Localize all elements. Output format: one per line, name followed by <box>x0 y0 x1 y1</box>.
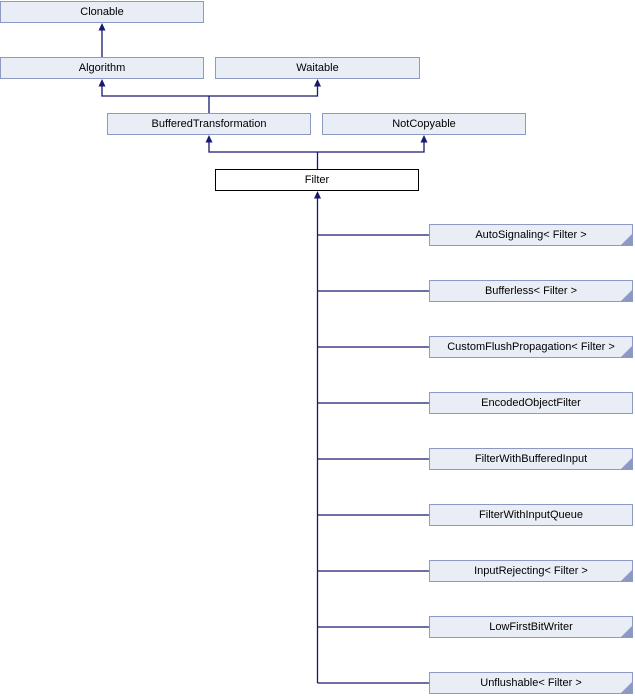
edge-children-branches <box>317 234 429 684</box>
node-bufferless[interactable]: Bufferless< Filter > <box>429 280 633 302</box>
hidden-subclasses-fold-icon <box>621 458 632 469</box>
node-filterwithbufferedinput[interactable]: FilterWithBufferedInput <box>429 448 633 470</box>
node-label: EncodedObjectFilter <box>481 397 581 409</box>
node-not-copyable[interactable]: NotCopyable <box>322 113 526 135</box>
edge-bufferedtransformation-parents <box>101 86 319 113</box>
node-label: FilterWithInputQueue <box>479 509 583 521</box>
node-filter-focus: Filter <box>215 169 419 191</box>
node-label: Bufferless< Filter > <box>484 285 578 297</box>
node-label: CustomFlushPropagation< Filter > <box>447 341 615 353</box>
arrowhead-icon <box>205 135 213 143</box>
node-label: FilterWithBufferedInput <box>474 453 588 465</box>
arrowhead-icon <box>98 23 106 31</box>
node-buffered-transformation[interactable]: BufferedTransformation <box>107 113 311 135</box>
node-lowfirstbitwriter[interactable]: LowFirstBitWriter <box>429 616 633 638</box>
node-label: InputRejecting< Filter > <box>474 565 588 577</box>
node-label: LowFirstBitWriter <box>489 621 573 633</box>
arrowhead-icon <box>98 79 106 87</box>
node-unflushable[interactable]: Unflushable< Filter > <box>429 672 633 694</box>
edge-filter-parents <box>208 142 425 169</box>
node-customflushpropagation[interactable]: CustomFlushPropagation< Filter > <box>429 336 633 358</box>
arrowhead-icon <box>314 79 321 87</box>
node-label: AutoSignaling< Filter > <box>475 229 587 241</box>
node-label: Unflushable< Filter > <box>480 677 582 689</box>
node-algorithm[interactable]: Algorithm <box>0 57 204 79</box>
node-encodedobjectfilter[interactable]: EncodedObjectFilter <box>429 392 633 414</box>
node-filterwithinputqueue[interactable]: FilterWithInputQueue <box>429 504 633 526</box>
hidden-subclasses-fold-icon <box>621 290 632 301</box>
arrowhead-icon <box>420 135 428 143</box>
node-waitable[interactable]: Waitable <box>215 57 420 79</box>
node-autosignaling[interactable]: AutoSignaling< Filter > <box>429 224 633 246</box>
hidden-subclasses-fold-icon <box>621 682 632 693</box>
node-inputrejecting[interactable]: InputRejecting< Filter > <box>429 560 633 582</box>
hidden-subclasses-fold-icon <box>621 346 632 357</box>
hidden-subclasses-fold-icon <box>621 626 632 637</box>
hidden-subclasses-fold-icon <box>621 570 632 581</box>
node-clonable[interactable]: Clonable <box>0 1 204 23</box>
arrowhead-icon <box>314 191 321 199</box>
hidden-subclasses-fold-icon <box>621 234 632 245</box>
